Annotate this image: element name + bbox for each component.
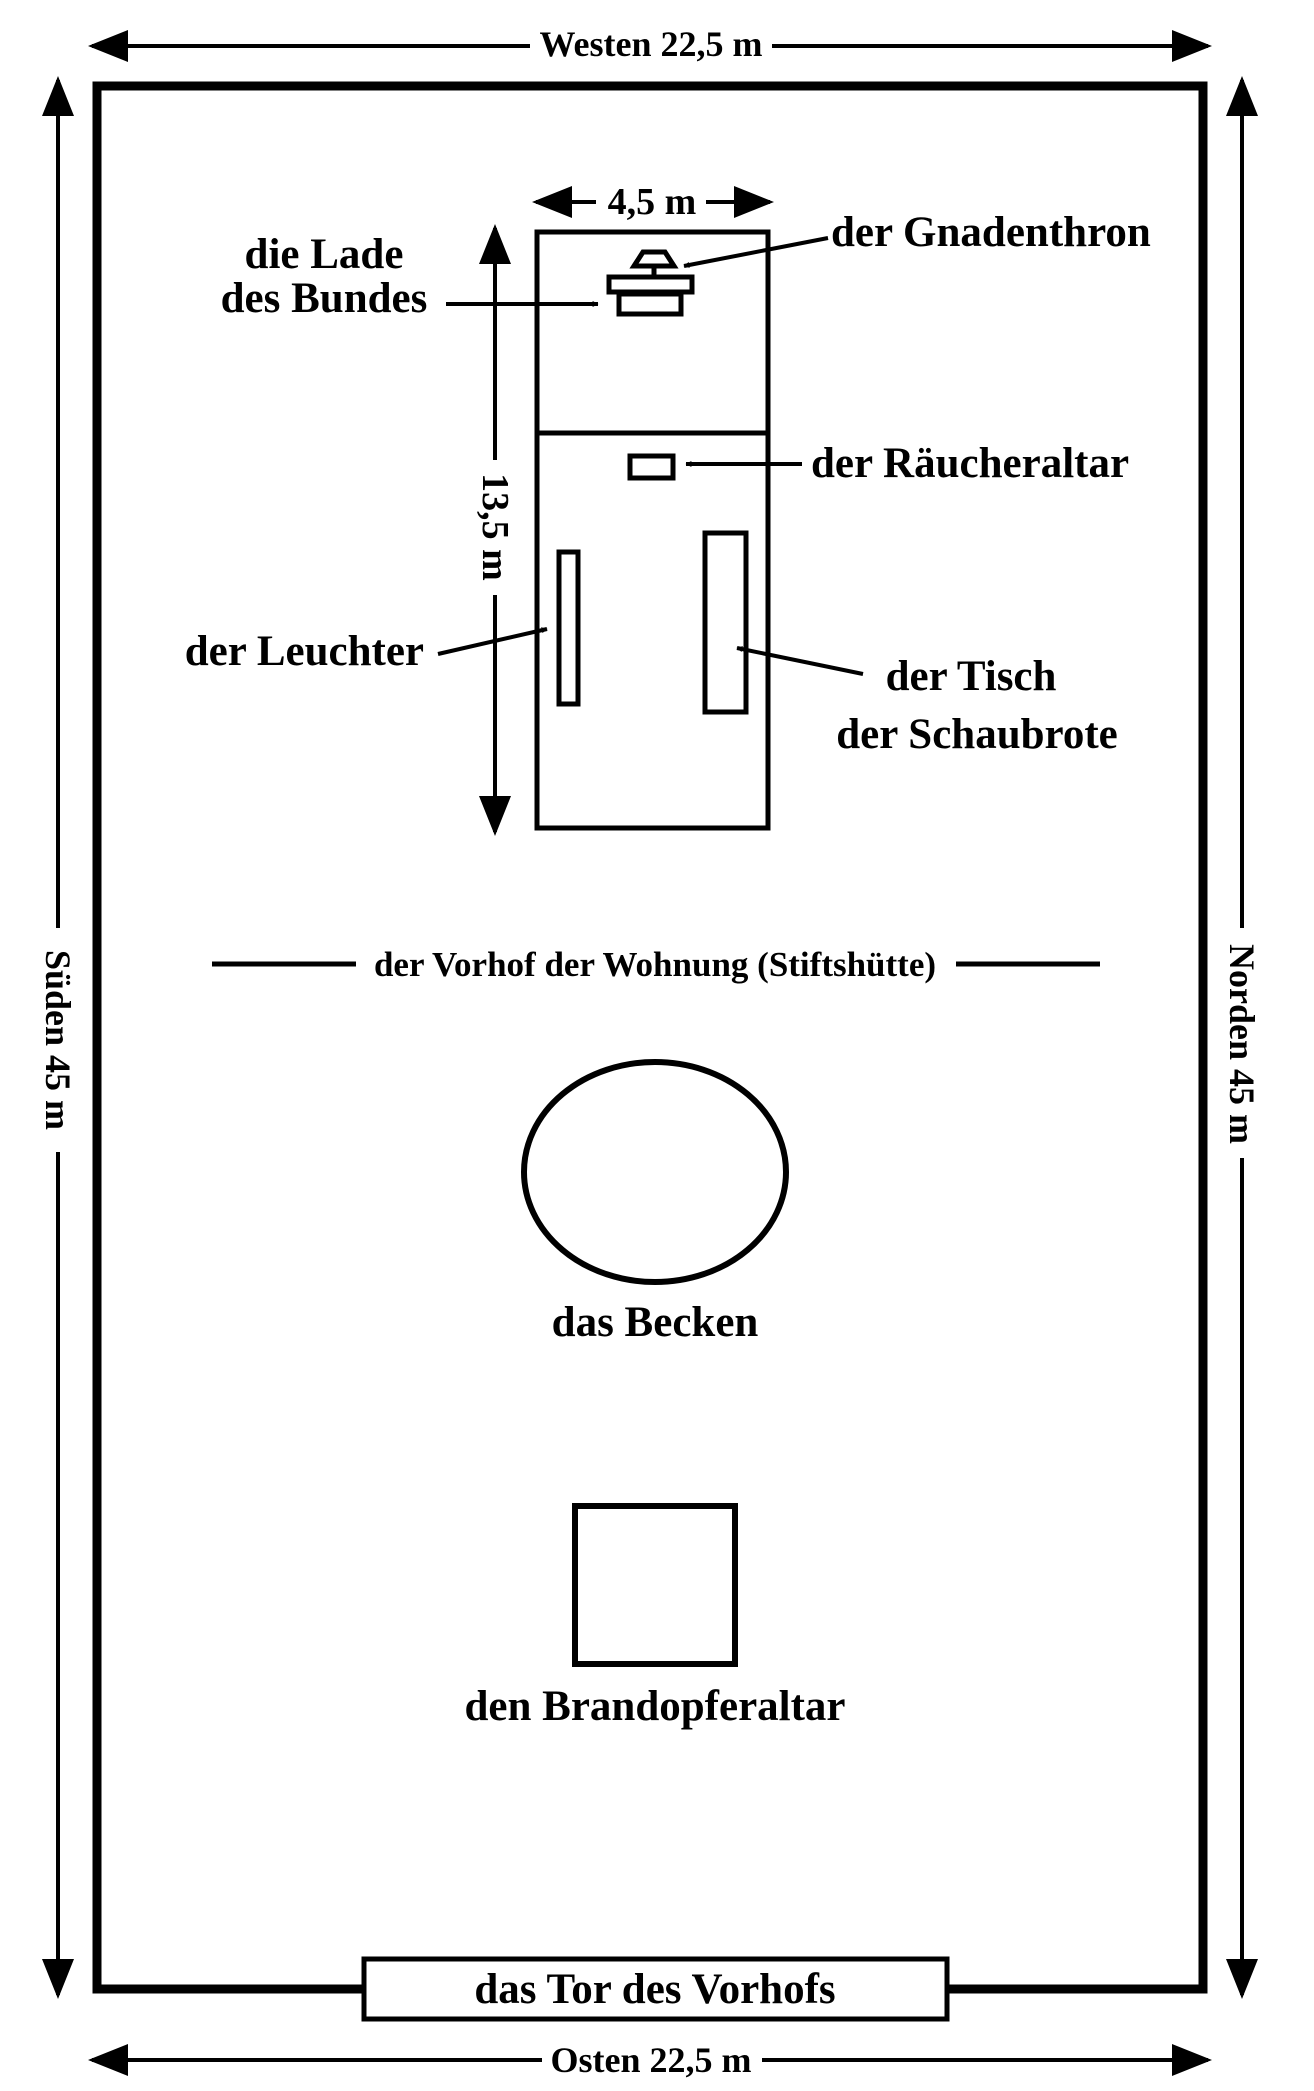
burnt-offering-altar-icon [572, 1503, 738, 1667]
lampstand-pointer [437, 627, 548, 656]
ark-label-line2: des Bundes [221, 275, 428, 322]
court-gate [361, 1956, 950, 2022]
court-divider: der Vorhof der Wohnung (Stiftshütte) [212, 945, 1100, 984]
tabernacle-width-dimension: 4,5 m [532, 181, 774, 223]
east-dimension: Osten 22,5 m [88, 2040, 1212, 2080]
incense-altar-label: der Räucheraltar [811, 440, 1129, 487]
table-label-line2: der Schaubrote [836, 711, 1118, 758]
court-gate-label: das Tor des Vorhofs [474, 1966, 835, 2013]
lampstand-icon [556, 549, 581, 707]
north-dimension-label: Norden 45 m [1222, 944, 1262, 1144]
ark-of-covenant-icon [606, 249, 695, 317]
table-icon [702, 530, 749, 715]
mercy-seat-pointer [683, 236, 829, 268]
table-label-line1: der Tisch [886, 653, 1057, 700]
basin-icon [521, 1059, 789, 1285]
incense-altar-icon [627, 453, 676, 481]
ark-label-line1: die Lade [245, 231, 404, 278]
mercy-seat-label: der Gnadenthron [831, 209, 1151, 256]
lampstand-label: der Leuchter [185, 628, 424, 675]
burnt-offering-altar-label: den Brandopferaltar [464, 1683, 845, 1730]
west-dimension: Westen 22,5 m [88, 24, 1212, 64]
tabernacle-length-label: 13,5 m [474, 473, 516, 581]
basin-label: das Becken [552, 1299, 759, 1346]
south-dimension-label: Süden 45 m [38, 950, 78, 1130]
tabernacle-length-dimension: 13,5 m [474, 224, 516, 836]
tabernacle-width-label: 4,5 m [608, 181, 697, 223]
tabernacle [534, 229, 771, 831]
table-pointer [736, 646, 864, 676]
east-dimension-label: Osten 22,5 m [551, 2040, 752, 2080]
court-label: der Vorhof der Wohnung (Stiftshütte) [374, 945, 936, 984]
south-dimension: Süden 45 m [38, 76, 78, 1999]
west-dimension-label: Westen 22,5 m [540, 24, 763, 64]
north-dimension: Norden 45 m [1222, 76, 1262, 1999]
